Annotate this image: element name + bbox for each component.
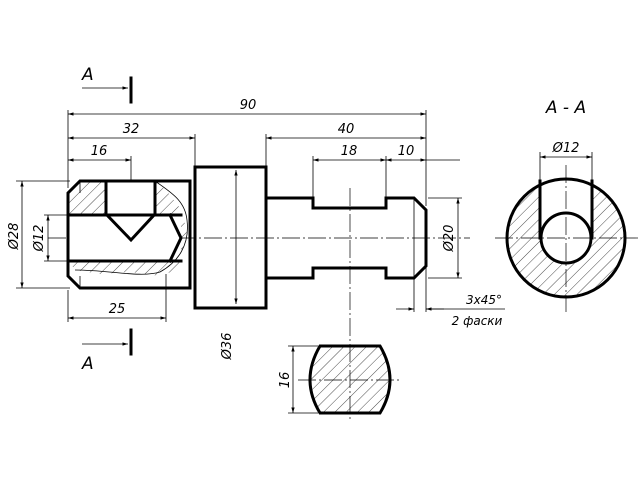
chamfer-note: 3x45° 2 фаски	[396, 266, 505, 328]
section-marker-bottom: A	[81, 328, 133, 374]
dim-right-length: 40	[265, 122, 426, 166]
svg-text:90: 90	[240, 98, 257, 113]
svg-text:10: 10	[398, 144, 415, 159]
section-marker-top: A	[81, 65, 133, 104]
svg-text:32: 32	[123, 122, 140, 137]
left-body	[66, 179, 192, 290]
section-letter-top: A	[81, 65, 94, 85]
dim-bore-depth: 16	[68, 144, 132, 181]
chamfer-size: 3x45°	[466, 293, 502, 307]
dim-d-collar: Ø36	[220, 333, 235, 361]
svg-text:Ø12: Ø12	[552, 141, 580, 156]
dim-groove-offset: 18	[312, 144, 387, 198]
section-title: A - A	[545, 98, 586, 118]
chamfer-count: 2 фаски	[452, 314, 503, 328]
dim-left-length: 32	[68, 122, 196, 166]
section-letter-bottom: A	[81, 354, 94, 374]
collar	[193, 165, 268, 310]
svg-text:25: 25	[109, 302, 126, 317]
svg-text:16: 16	[278, 372, 293, 389]
svg-text:Ø12: Ø12	[32, 225, 47, 253]
svg-text:16: 16	[91, 144, 108, 159]
flat-section: 16	[278, 344, 402, 415]
dim-d-shaft: Ø20	[428, 197, 462, 279]
dim-groove-to-end: 10	[386, 144, 460, 162]
svg-text:40: 40	[338, 122, 355, 137]
dim-overall: 90	[67, 98, 427, 206]
svg-text:Ø28: Ø28	[7, 223, 22, 251]
svg-text:18: 18	[341, 144, 358, 159]
dim-d-bore: Ø12	[32, 214, 68, 262]
section-a-a: A - A Ø12	[495, 98, 638, 312]
dim-d-left: Ø28	[7, 180, 70, 289]
svg-text:Ø20: Ø20	[442, 225, 457, 253]
dim-small-depth: 25	[67, 274, 167, 322]
